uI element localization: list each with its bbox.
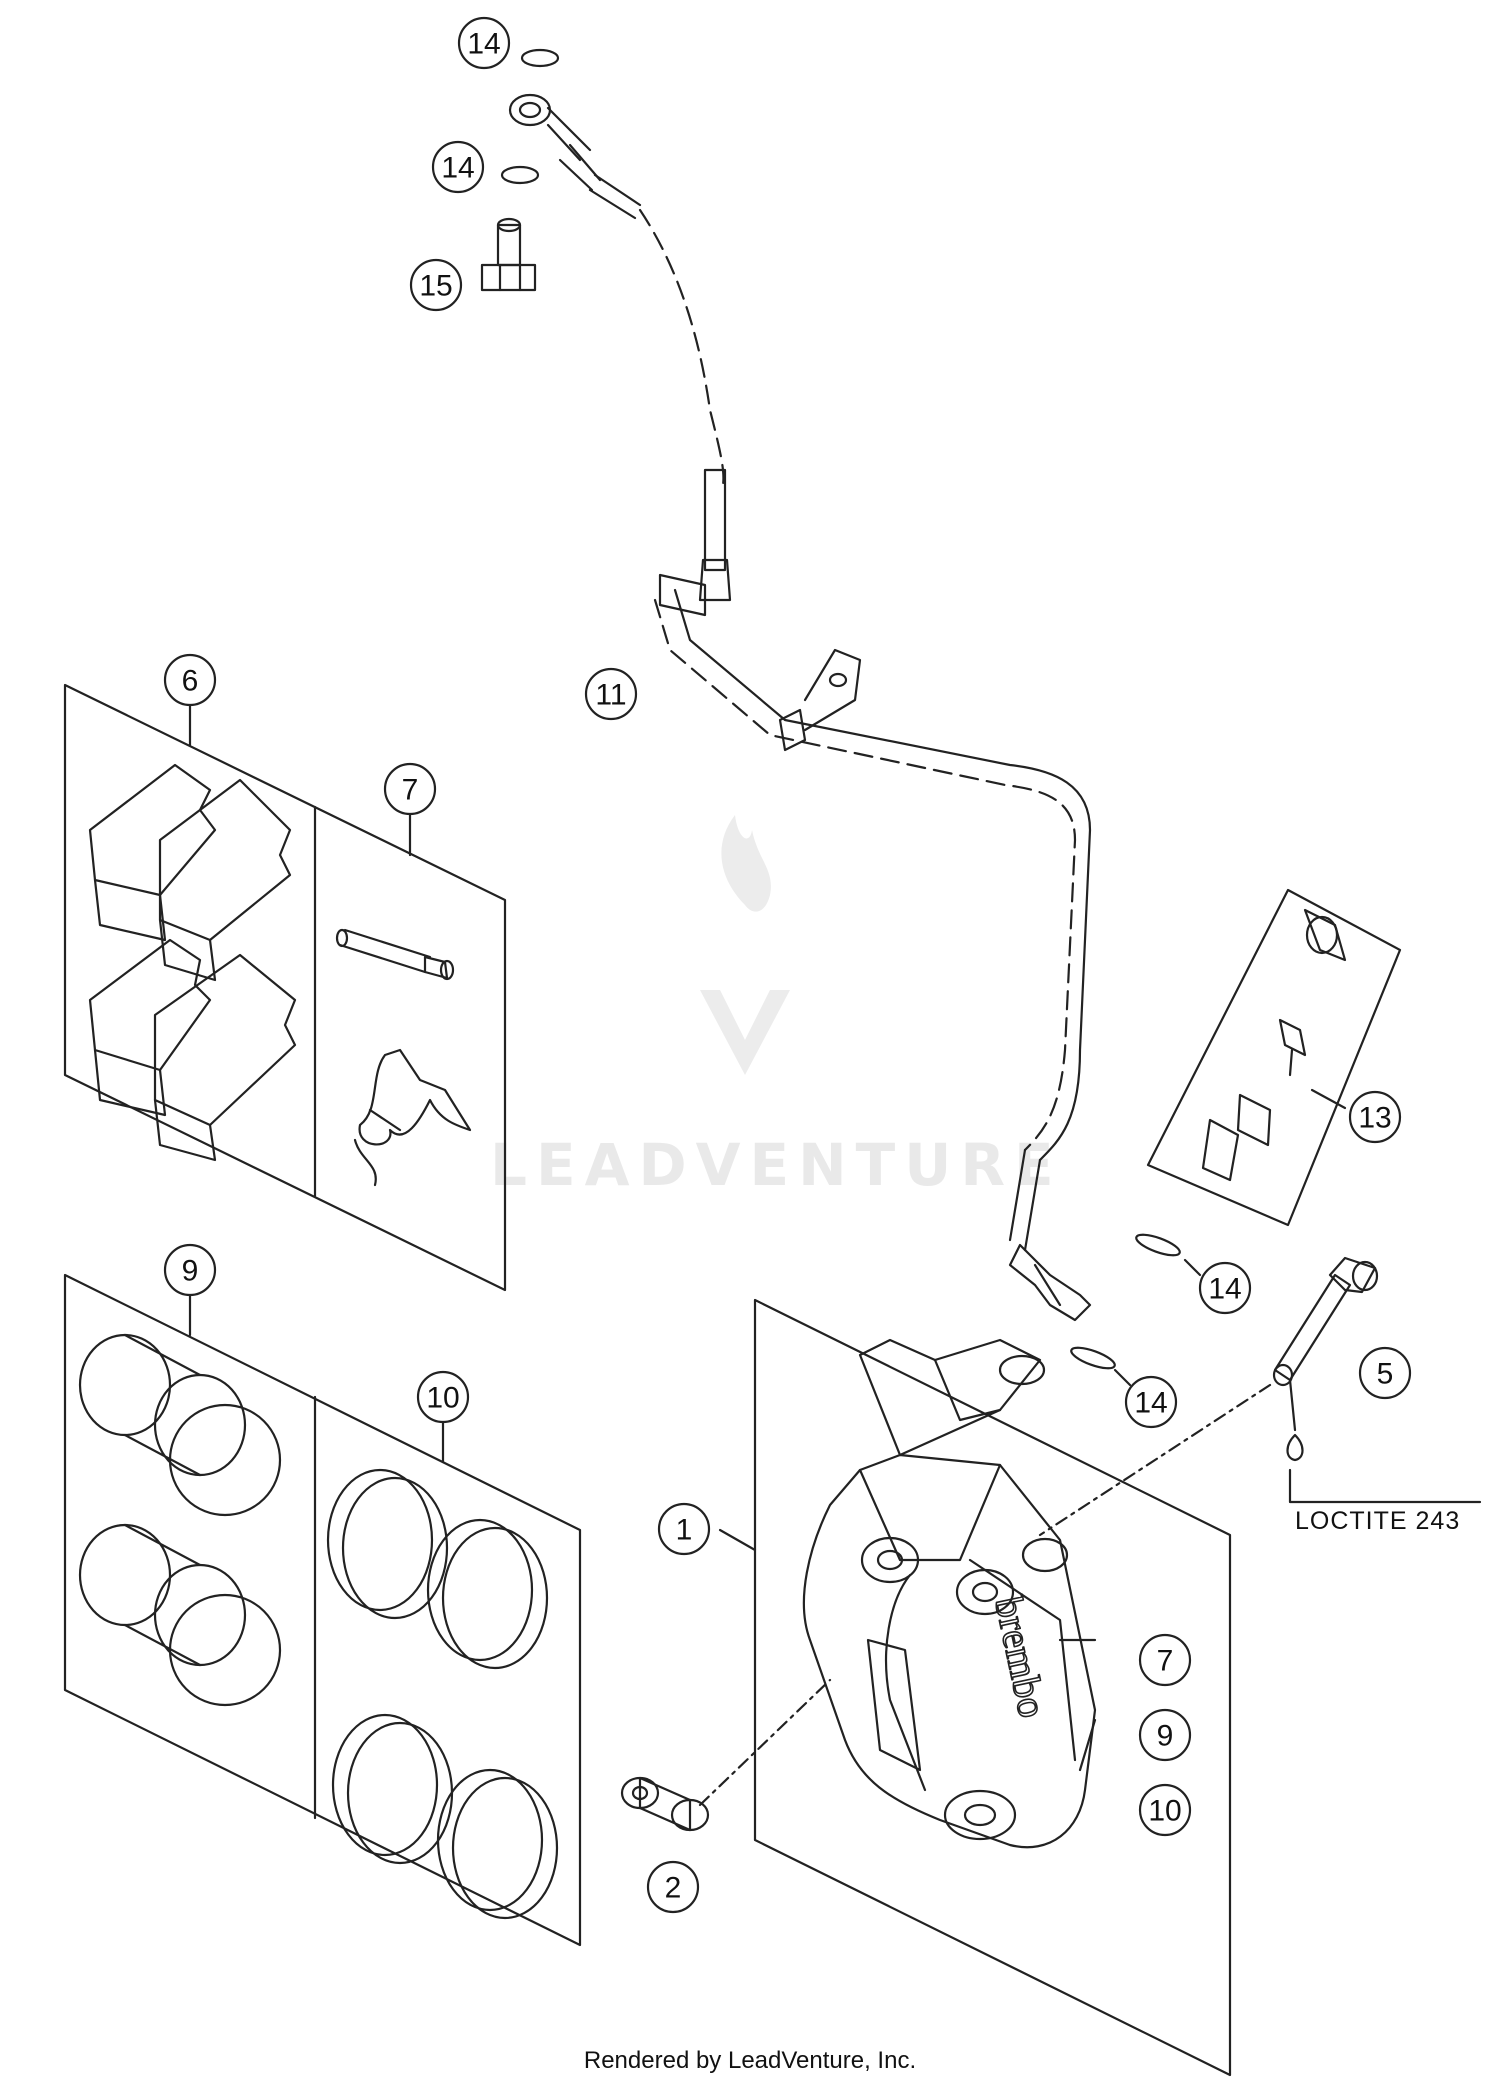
washer-lower-illustration xyxy=(1135,1233,1181,1257)
callout-included-10: 10 xyxy=(1148,1795,1181,1828)
bleeder-kit-panel xyxy=(1146,888,1402,1227)
brake-pad-kit-panel xyxy=(63,683,507,1292)
callout-included-9: 9 xyxy=(1157,1720,1174,1753)
pistons-illustration xyxy=(78,1333,282,1707)
washer-upper-illustration xyxy=(500,165,540,185)
banjo-bolt-illustration xyxy=(480,217,537,292)
caliper-brand-engraving: brembo xyxy=(986,1593,1055,1722)
brake-line-illustration xyxy=(508,93,1092,1322)
piston-kit-panel xyxy=(63,1273,582,1947)
callout-14-bottom: 14 xyxy=(1134,1387,1167,1420)
callout-9: 9 xyxy=(182,1255,199,1288)
callout-5: 5 xyxy=(1377,1358,1394,1391)
brake-pads-illustration xyxy=(88,763,297,1162)
callout-14-lower: 14 xyxy=(1208,1273,1241,1306)
bleeder-valve-illustration xyxy=(1201,908,1347,1182)
washer-bottom-illustration xyxy=(1070,1346,1116,1370)
callout-14-upper: 14 xyxy=(441,152,474,185)
washer-top-illustration xyxy=(520,48,560,68)
callout-13: 13 xyxy=(1358,1102,1391,1135)
watermark: LEADVENTURE xyxy=(490,815,1063,1199)
caliper-bolt-illustration xyxy=(1272,1256,1379,1387)
callout-markers xyxy=(163,16,1412,1914)
callout-10: 10 xyxy=(426,1382,459,1415)
piston-seals-illustration xyxy=(326,1468,559,1920)
callout-2: 2 xyxy=(665,1872,682,1905)
callout-15: 15 xyxy=(419,270,452,303)
bush-illustration xyxy=(620,1776,710,1832)
callout-14-top: 14 xyxy=(467,28,500,61)
callout-included-7: 7 xyxy=(1157,1645,1174,1678)
footer-credit: Rendered by LeadVenture, Inc. xyxy=(584,2047,916,2074)
loctite-note: LOCTITE 243 xyxy=(1295,1507,1460,1535)
callout-11: 11 xyxy=(595,679,626,712)
brake-caliper-illustration: brembo xyxy=(802,1338,1097,1849)
caliper-panel: brembo xyxy=(718,1298,1232,2077)
pad-pin-and-spring-illustration xyxy=(335,928,472,1187)
callout-1: 1 xyxy=(676,1514,693,1547)
callout-6: 6 xyxy=(182,665,199,698)
callout-7: 7 xyxy=(402,774,419,807)
watermark-text: LEADVENTURE xyxy=(490,1131,1063,1199)
